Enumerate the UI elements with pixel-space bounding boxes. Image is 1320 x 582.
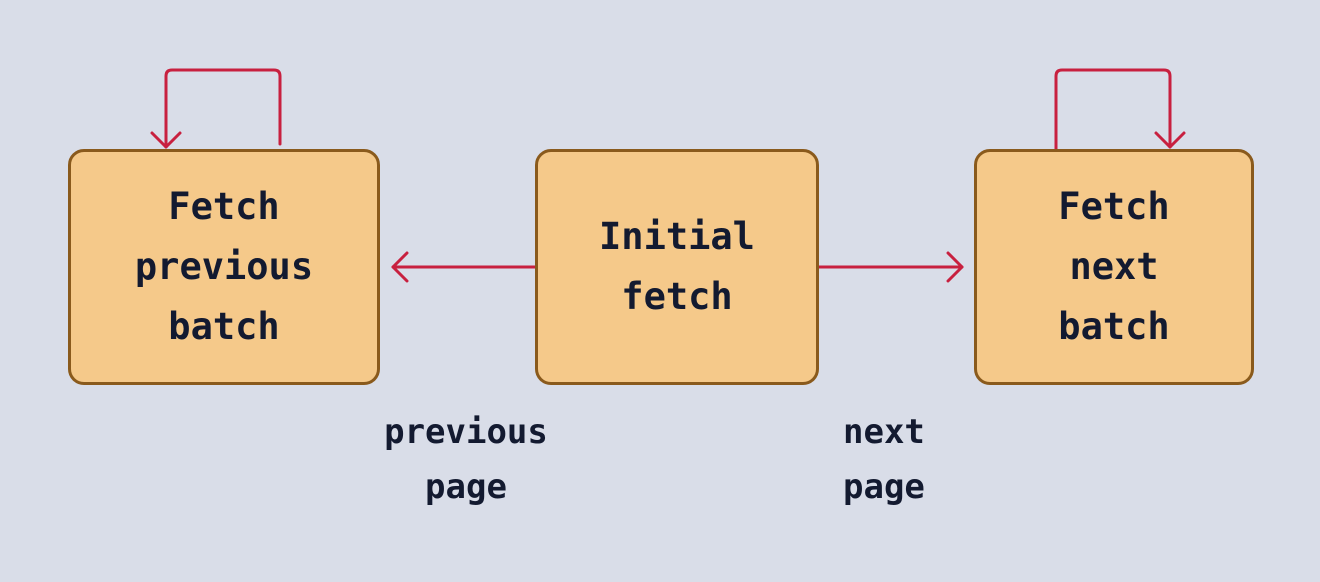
self-loop-next — [1054, 68, 1172, 151]
node-label-line: previous — [134, 245, 314, 288]
self-loop-previous-arrowhead — [150, 131, 182, 149]
node-label-line: Initial — [599, 215, 755, 258]
node-label-line: Fetch — [168, 185, 280, 228]
edge-label-line: page — [843, 467, 925, 507]
node-label-line: fetch — [621, 275, 733, 318]
edge-label-line: page — [425, 467, 507, 507]
node-label-line: next — [1069, 245, 1159, 288]
node-initial-fetch: Initial fetch — [535, 149, 819, 385]
node-fetch-next-batch: Fetch next batch — [974, 149, 1254, 385]
node-fetch-previous-batch: Fetch previous batch — [68, 149, 380, 385]
arrowhead-previous — [391, 251, 409, 283]
self-loop-previous — [164, 68, 282, 149]
edge-label-next-page: next page — [843, 405, 943, 515]
self-loop-next-arrowhead — [1154, 131, 1186, 149]
node-label-line: Fetch — [1058, 185, 1170, 228]
edge-label-line: next — [843, 412, 925, 452]
node-label-line: batch — [1058, 305, 1170, 348]
edge-label-previous-page: previous page — [376, 405, 556, 515]
node-label-line: batch — [168, 305, 280, 348]
edge-label-line: previous — [384, 412, 548, 452]
arrowhead-next — [946, 251, 964, 283]
